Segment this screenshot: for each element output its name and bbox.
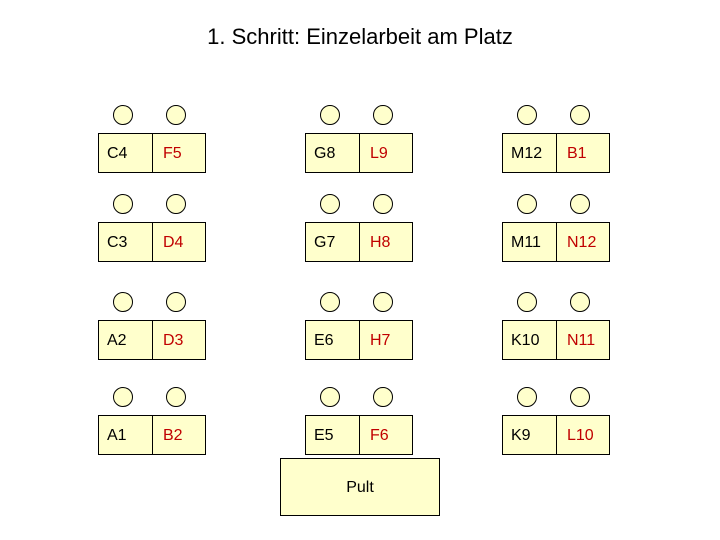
desk-divider [359, 416, 360, 454]
seat-label-right: B1 [567, 145, 587, 162]
seat-label-right: N12 [567, 234, 597, 251]
seat-label-left: G7 [314, 234, 336, 251]
seat-label-right: D3 [163, 332, 184, 349]
student-desk: A2 D3 [98, 320, 206, 360]
seat-label-left: A1 [107, 427, 127, 444]
desk-divider [152, 321, 153, 359]
chair [570, 387, 590, 407]
seat-label-right: N11 [567, 332, 596, 349]
student-desk: C3 D4 [98, 222, 206, 262]
chair [373, 387, 393, 407]
seat-label-left: M11 [511, 234, 541, 251]
chair [320, 387, 340, 407]
seat-label-right: H8 [370, 234, 391, 251]
chair [113, 292, 133, 312]
desk-divider [359, 223, 360, 261]
seat-label-left: G8 [314, 145, 336, 162]
chair [113, 105, 133, 125]
chair [570, 105, 590, 125]
seat-label-right: D4 [163, 234, 184, 251]
seat-label-left: A2 [107, 332, 127, 349]
chair [517, 194, 537, 214]
teacher-desk: Pult [280, 458, 440, 516]
seat-label-left: C4 [107, 145, 128, 162]
student-desk: G7 H8 [305, 222, 413, 262]
desk-divider [359, 134, 360, 172]
desk-divider [359, 321, 360, 359]
student-desk: K9 L10 [502, 415, 610, 455]
desk-divider [556, 416, 557, 454]
seat-label-left: E6 [314, 332, 334, 349]
seat-label-right: B2 [163, 427, 183, 444]
chair [113, 387, 133, 407]
chair [517, 292, 537, 312]
student-desk: G8 L9 [305, 133, 413, 173]
chair [166, 387, 186, 407]
chair [373, 105, 393, 125]
chair [570, 292, 590, 312]
desk-divider [556, 223, 557, 261]
seat-label-right: L9 [370, 145, 388, 162]
seat-label-right: H7 [370, 332, 391, 349]
chair [373, 292, 393, 312]
student-desk: E6 H7 [305, 320, 413, 360]
seat-label-right: L10 [567, 427, 594, 444]
student-desk: M12 B1 [502, 133, 610, 173]
chair [166, 194, 186, 214]
seat-label-left: C3 [107, 234, 128, 251]
chair [517, 387, 537, 407]
teacher-desk-label: Pult [346, 479, 374, 496]
page-title: 1. Schritt: Einzelarbeit am Platz [207, 24, 513, 49]
chair [570, 194, 590, 214]
student-desk: A1 B2 [98, 415, 206, 455]
chair [320, 194, 340, 214]
desk-divider [152, 223, 153, 261]
seat-label-left: M12 [511, 145, 543, 162]
seat-label-right: F6 [370, 427, 389, 444]
chair [320, 292, 340, 312]
seat-label-right: F5 [163, 145, 182, 162]
chair [113, 194, 133, 214]
chair [373, 194, 393, 214]
desk-divider [556, 134, 557, 172]
student-desk: C4 F5 [98, 133, 206, 173]
student-desk: E5 F6 [305, 415, 413, 455]
desk-divider [152, 134, 153, 172]
chair [517, 105, 537, 125]
chair [166, 292, 186, 312]
chair [320, 105, 340, 125]
seat-label-left: K10 [511, 332, 540, 349]
desk-divider [556, 321, 557, 359]
student-desk: K10 N11 [502, 320, 610, 360]
seat-label-left: K9 [511, 427, 531, 444]
chair [166, 105, 186, 125]
desk-divider [152, 416, 153, 454]
student-desk: M11 N12 [502, 222, 610, 262]
seat-label-left: E5 [314, 427, 334, 444]
